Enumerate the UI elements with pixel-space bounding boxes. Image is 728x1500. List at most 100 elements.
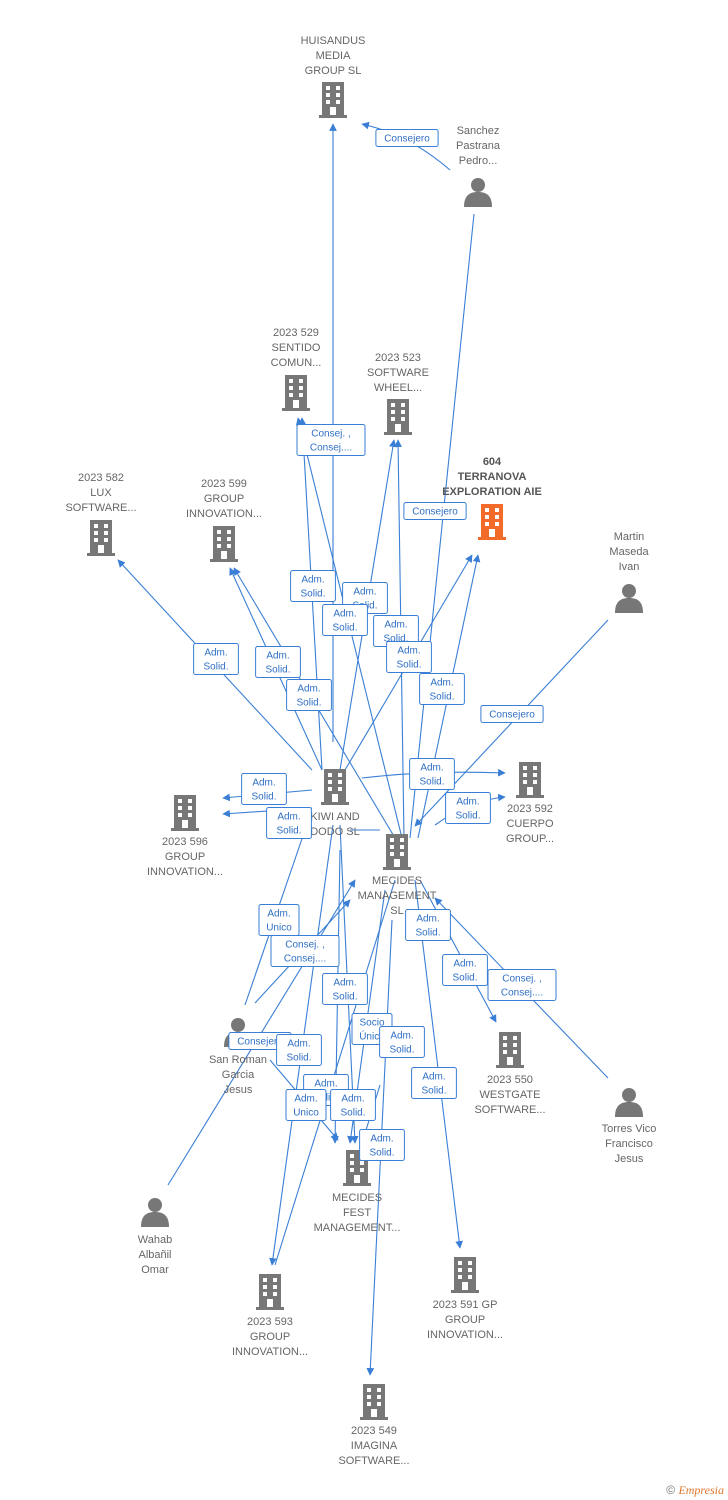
relation-badge-text: Adm.: [422, 1072, 445, 1083]
relation-badge[interactable]: Adm.Solid.: [419, 673, 465, 705]
building-icon[interactable]: [210, 526, 238, 562]
node-label-line: 2023 599: [201, 478, 247, 490]
relation-badge[interactable]: Adm.Solid.: [286, 679, 332, 711]
node-label-line: 2023 591 GP: [433, 1299, 498, 1311]
node-label-line: SOFTWARE...: [65, 502, 136, 514]
node-label-line: GROUP: [445, 1314, 485, 1326]
relation-badge[interactable]: Adm.Solid.: [373, 615, 419, 647]
building-icon[interactable]: [451, 1257, 479, 1293]
person-icon[interactable]: [615, 584, 643, 613]
relation-badge-box: [409, 758, 455, 790]
building-icon[interactable]: [256, 1274, 284, 1310]
relation-badge[interactable]: Adm.Unico: [258, 904, 300, 936]
node-label-line: GROUP...: [506, 833, 554, 845]
relation-badge[interactable]: Consej. ,Consej....: [270, 935, 340, 967]
node-label-line: SL: [390, 905, 403, 917]
node-label-line: WHEEL...: [374, 382, 422, 394]
relation-badge[interactable]: Adm.Solid.: [379, 1026, 425, 1058]
node-label-line: WESTGATE: [480, 1089, 541, 1101]
relation-badge-text: Consejero: [237, 1037, 283, 1048]
relation-badge[interactable]: Adm.Solid.: [322, 973, 368, 1005]
relation-badge[interactable]: Adm.Solid.: [359, 1129, 405, 1161]
node-label-line: GROUP SL: [305, 65, 362, 77]
relation-badge-text: Solid.: [286, 1053, 311, 1064]
building-icon[interactable]: [319, 82, 347, 118]
node-label-line: 2023 596: [162, 836, 208, 848]
building-icon[interactable]: [496, 1032, 524, 1068]
relation-badge[interactable]: Adm.Solid.: [266, 807, 312, 839]
relation-badge[interactable]: Adm.Solid.: [330, 1089, 376, 1121]
building-icon[interactable]: [360, 1384, 388, 1420]
relation-badge-text: Solid.: [389, 1045, 414, 1056]
building-icon[interactable]: [87, 520, 115, 556]
relation-badge-text: Adm.: [384, 620, 407, 631]
relation-badge[interactable]: Adm.Solid.: [241, 773, 287, 805]
building-icon[interactable]: [321, 769, 349, 805]
relation-badge[interactable]: Consejero: [403, 502, 467, 520]
person-icon[interactable]: [615, 1088, 643, 1117]
relation-badge[interactable]: Adm.Unico: [285, 1089, 327, 1121]
relation-badge[interactable]: Adm.Solid.: [290, 570, 336, 602]
relation-badge[interactable]: Adm.Solid.: [409, 758, 455, 790]
relation-badge-text: Adm.: [420, 763, 443, 774]
relation-badge[interactable]: Consej. ,Consej....: [487, 969, 557, 1001]
relation-badge-text: Socio: [359, 1018, 384, 1029]
relation-edge: [274, 879, 396, 1266]
node-label-g591[interactable]: 2023 591 GP GROUP INNOVATION...: [427, 1299, 503, 1341]
relation-badge[interactable]: Adm.Solid.: [442, 954, 488, 986]
relation-badge-text: Adm.: [204, 648, 227, 659]
relation-badge[interactable]: Adm.Solid.: [255, 646, 301, 678]
relation-badge-box: [255, 646, 301, 678]
node-label-line: Omar: [141, 1264, 169, 1276]
relation-badge[interactable]: Consejero: [228, 1032, 292, 1050]
footer-credit[interactable]: © Empresia: [666, 1483, 724, 1498]
relation-badge-box: [445, 792, 491, 824]
relation-badge[interactable]: Adm.Solid.: [322, 604, 368, 636]
person-icon[interactable]: [464, 178, 492, 207]
person-icon[interactable]: [141, 1198, 169, 1227]
relation-edge: [414, 879, 463, 1249]
building-icon[interactable]: [384, 399, 412, 435]
relation-badge[interactable]: Consejero: [375, 129, 439, 147]
relation-badge-box: [285, 1089, 327, 1121]
building-icon[interactable]: [516, 762, 544, 798]
relation-badge[interactable]: Adm.Solid.: [276, 1034, 322, 1066]
relation-badge[interactable]: Adm.Solid.: [445, 792, 491, 824]
relation-badge[interactable]: Consejero: [480, 705, 544, 723]
node-label-line: Wahab: [138, 1234, 172, 1246]
building-icon[interactable]: [383, 834, 411, 870]
building-icon[interactable]: [171, 795, 199, 831]
relation-badge[interactable]: Consej. ,Consej....: [296, 424, 366, 456]
relation-badge[interactable]: Adm.Solid.: [411, 1067, 457, 1099]
building-icon[interactable]: [478, 504, 506, 540]
node-label-line: FEST: [343, 1207, 371, 1219]
node-label-line: SOFTWARE: [367, 367, 429, 379]
relation-badge[interactable]: Adm.Solid.: [386, 641, 432, 673]
building-icon[interactable]: [282, 375, 310, 411]
relation-badge[interactable]: Adm.Solid.: [193, 643, 239, 675]
node-label-line: 2023 529: [273, 327, 319, 339]
node-label-line: INNOVATION...: [427, 1329, 503, 1341]
node-label-line: 2023 550: [487, 1074, 533, 1086]
relation-badge[interactable]: Adm.Solid.: [405, 909, 451, 941]
node-label-line: MEDIA: [316, 50, 352, 62]
